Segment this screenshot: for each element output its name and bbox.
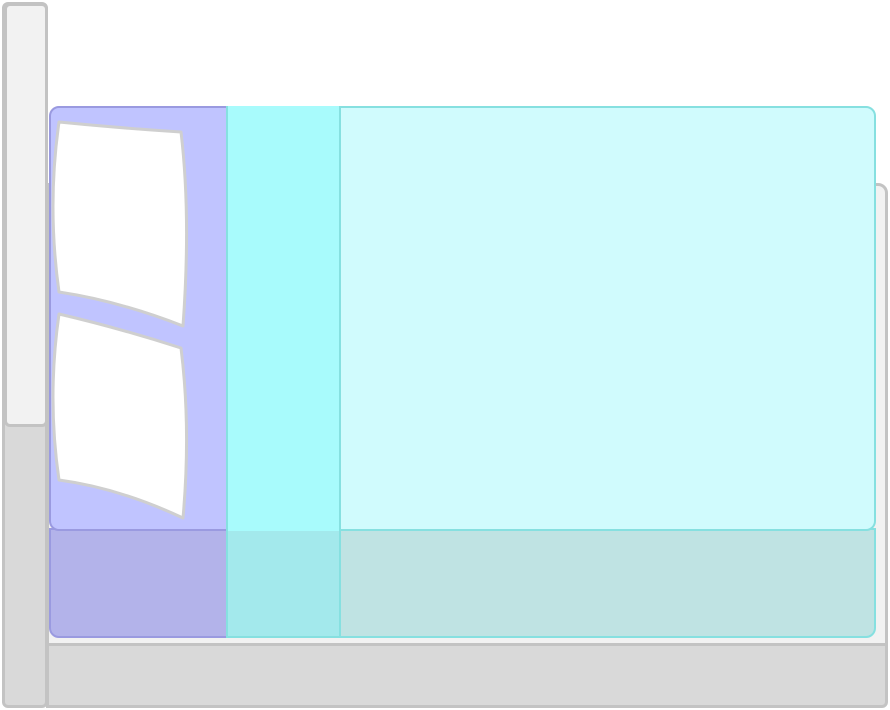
headboard-panel bbox=[4, 3, 48, 427]
pillow-bottom-icon bbox=[51, 312, 189, 520]
pillow-area-front bbox=[49, 528, 229, 638]
bed-base-rail bbox=[46, 643, 888, 708]
sheet-fold-front bbox=[226, 528, 341, 638]
sheet-fold bbox=[226, 106, 341, 531]
pillow-top-icon bbox=[51, 120, 189, 328]
